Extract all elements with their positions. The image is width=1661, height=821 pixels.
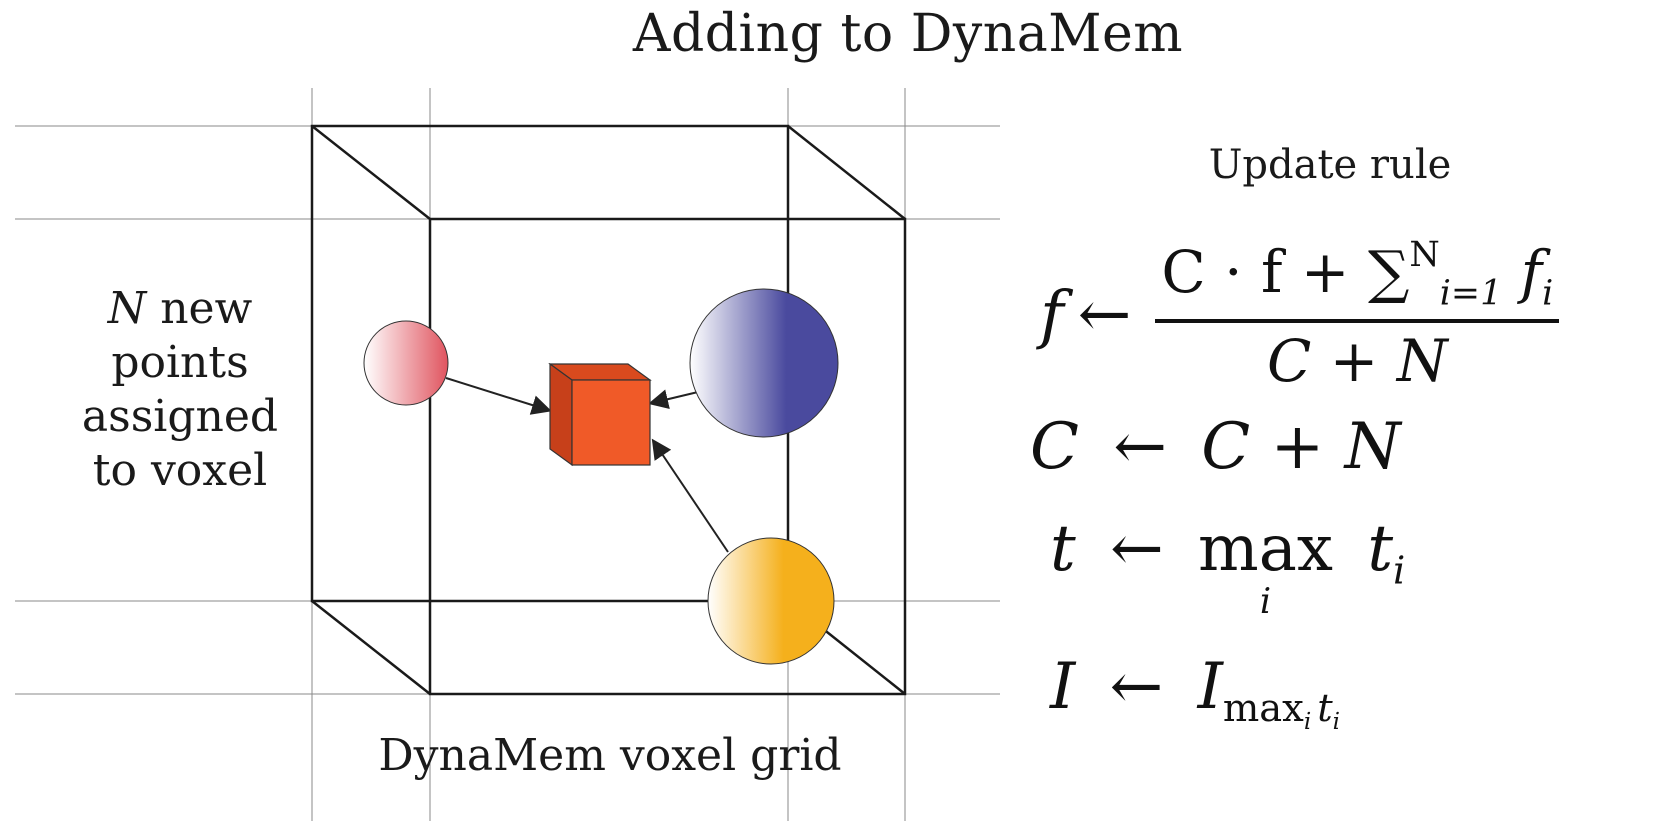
cube-edge-tl xyxy=(311,125,431,220)
eq4-rhs-sub2-sub: i xyxy=(1332,709,1341,736)
arrow-blue-to-voxel xyxy=(648,389,699,410)
voxel-cube-wireframe xyxy=(310,124,907,696)
eq3-op: max xyxy=(1198,512,1333,586)
arrow-red-to-voxel xyxy=(445,377,552,415)
caption-line1: new xyxy=(146,283,253,334)
point-red xyxy=(363,320,449,406)
cube-edge-bl xyxy=(311,600,431,695)
equation-time-update: t ← max i ti xyxy=(1050,512,1406,622)
caption-line3: assigned xyxy=(81,391,279,442)
caption-line4: to voxel xyxy=(92,445,268,496)
voxel-feature-cube xyxy=(548,362,652,467)
eq3-arrow: ← xyxy=(1110,512,1164,586)
eq1-numerator: C · f + ∑Ni=1 fi xyxy=(1155,235,1559,319)
eq4-rhs-sub-sub: i xyxy=(1303,709,1312,736)
eq3-rhs: t xyxy=(1367,512,1394,586)
caption-line2: points xyxy=(111,337,249,388)
eq1-sum-term-sub: i xyxy=(1542,273,1554,314)
eq2-lhs: C xyxy=(1030,410,1079,484)
eq1-sum-sup: N xyxy=(1409,234,1440,275)
eq4-rhs-sub2: t xyxy=(1317,686,1333,732)
eq4-rhs-sub-max: max xyxy=(1222,686,1304,732)
voxel-front-face xyxy=(571,379,651,466)
eq3-rhs-sub: i xyxy=(1393,548,1406,594)
eq1-fraction-bar xyxy=(1155,319,1560,324)
eq4-lhs: I xyxy=(1050,650,1076,724)
eq1-sum-term: f xyxy=(1520,237,1543,306)
eq1-numerator-text: C · f + ∑ xyxy=(1161,237,1410,306)
eq3-op-sub: i xyxy=(1259,581,1272,622)
eq3-lhs: t xyxy=(1050,512,1076,586)
eq2-arrow: ← xyxy=(1113,410,1167,484)
new-points-caption: N new points assigned to voxel xyxy=(40,282,320,498)
eq4-rhs: I xyxy=(1197,650,1223,724)
eq1-fraction: C · f + ∑Ni=1 fi C + N xyxy=(1155,235,1560,396)
caption-var-n: N xyxy=(107,283,147,334)
point-blue xyxy=(689,288,839,438)
cube-edge-tr xyxy=(787,125,906,220)
page-title: Adding to DynaMem xyxy=(632,4,1184,64)
cube-front-face xyxy=(428,217,907,696)
voxel-grid-caption: DynaMem voxel grid xyxy=(378,730,842,781)
eq1-denominator: C + N xyxy=(1266,327,1448,396)
eq1-sum-sub: i=1 xyxy=(1439,273,1503,314)
equation-feature-update: f ← C · f + ∑Ni=1 fi C + N xyxy=(1040,220,1560,410)
point-yellow xyxy=(707,537,835,665)
voxel-side-face xyxy=(549,362,573,467)
eq1-lhs: f xyxy=(1040,278,1064,352)
eq3-max-operator: max i xyxy=(1198,512,1333,622)
equation-count-update: C ← C + N xyxy=(1030,410,1401,484)
update-rule-heading: Update rule xyxy=(1208,142,1452,188)
arrows xyxy=(445,377,729,553)
voxel-grid-diagram xyxy=(15,88,1000,821)
arrow-yellow-to-voxel xyxy=(651,438,729,553)
eq1-arrow: ← xyxy=(1077,278,1132,352)
eq4-arrow: ← xyxy=(1109,650,1164,724)
eq2-rhs: C + N xyxy=(1201,410,1401,484)
